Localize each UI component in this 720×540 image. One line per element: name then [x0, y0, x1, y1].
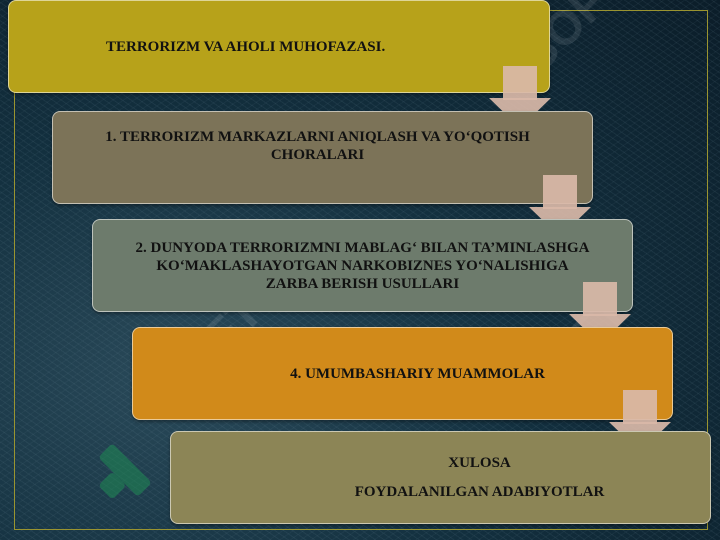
- item-box-4: XULOSA FOYDALANILGAN ADABIYOTLAR: [170, 431, 711, 524]
- item-label-3: 4. UMUMBASHARIY MUAMMOLAR: [290, 365, 545, 382]
- item-box-1: 1. TERRORIZM MARKAZLARNI ANIQLASH VA YO‘…: [52, 111, 593, 204]
- item-box-2: 2. DUNYODA TERRORIZMNI MABLAG‘ BILAN TA’…: [92, 219, 633, 312]
- item-label-2: 2. DUNYODA TERRORIZMNI MABLAG‘ BILAN TA’…: [135, 239, 590, 292]
- title-box: TERRORIZM VA AHOLI MUHOFAZASI.: [8, 0, 550, 93]
- title-label: TERRORIZM VA AHOLI MUHOFAZASI.: [106, 38, 386, 55]
- item-label-1: 1. TERRORIZM MARKAZLARNI ANIQLASH VA YO‘…: [105, 128, 530, 163]
- item-box-3: 4. UMUMBASHARIY MUAMMOLAR: [132, 327, 673, 420]
- watermark-logo-icon: [99, 444, 151, 499]
- conclusion-label: XULOSA: [448, 455, 511, 471]
- references-label: FOYDALANILGAN ADABIYOTLAR: [354, 484, 605, 500]
